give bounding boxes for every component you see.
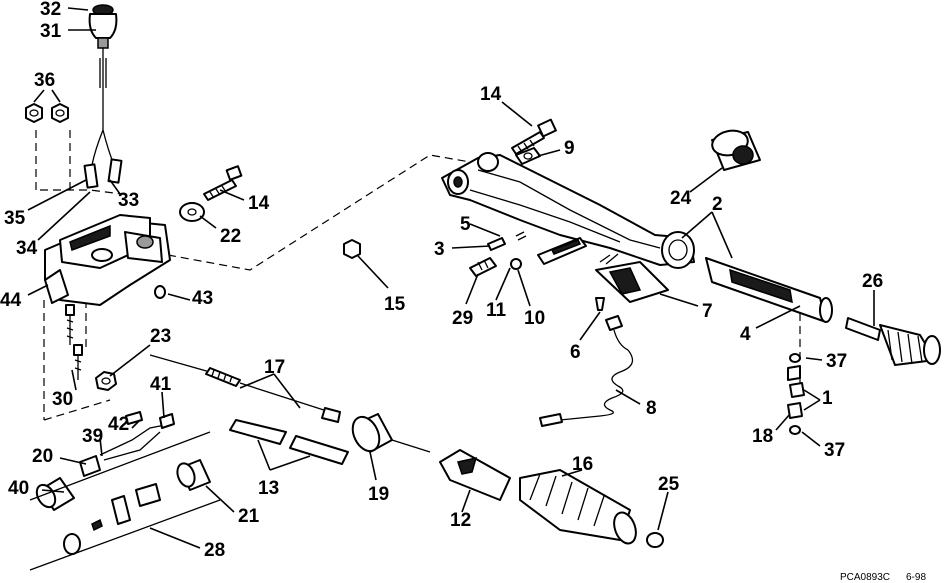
callout-1: 1	[822, 388, 833, 409]
bolt-14-left	[179, 165, 243, 222]
callout-32: 32	[40, 0, 61, 20]
nut-15	[343, 239, 361, 259]
callout-42: 42	[108, 414, 129, 435]
callout-9: 9	[564, 138, 575, 159]
tubes-13	[229, 419, 349, 465]
pins	[469, 231, 527, 277]
lanyard-bracket	[510, 237, 587, 270]
figure-code-date: 6-98	[906, 572, 926, 583]
callout-18: 18	[752, 426, 773, 447]
callout-labels: 32 31 36 33 35 34 44 43 14 22 23 30 41 4…	[0, 0, 883, 561]
callout-4: 4	[740, 324, 751, 345]
callout-24: 24	[670, 188, 692, 209]
callout-34: 34	[16, 238, 38, 259]
grommet-24	[711, 129, 761, 171]
callout-17: 17	[264, 357, 285, 378]
ring-25	[646, 532, 664, 548]
callout-3: 3	[434, 239, 445, 260]
shaft-4	[705, 257, 833, 323]
callout-8: 8	[646, 398, 657, 419]
callout-26: 26	[862, 271, 883, 292]
lanyard-8	[539, 297, 634, 427]
twist-grip	[439, 449, 637, 545]
callout-39: 39	[82, 426, 103, 447]
callout-30: 30	[52, 389, 73, 410]
callout-2: 2	[712, 194, 723, 215]
callout-23: 23	[150, 326, 171, 347]
callout-40: 40	[8, 478, 29, 499]
switch-assembly	[83, 4, 123, 189]
callout-29: 29	[452, 308, 473, 329]
bolts-30	[65, 304, 117, 391]
nuts-36	[25, 103, 69, 123]
callout-7: 7	[702, 301, 713, 322]
callout-31: 31	[40, 21, 62, 42]
figure-code-id: PCA0893C	[840, 572, 890, 583]
callout-14-left: 14	[248, 193, 270, 214]
callout-22: 22	[220, 226, 241, 247]
callout-12: 12	[450, 510, 471, 531]
throttle-cable-17	[149, 354, 341, 423]
control-bracket	[44, 214, 171, 306]
callout-15: 15	[384, 294, 406, 315]
cylinder-19	[351, 413, 431, 453]
callout-5: 5	[460, 214, 471, 235]
callout-20: 20	[32, 446, 53, 467]
handle-26	[845, 317, 941, 366]
callout-16: 16	[572, 454, 593, 475]
callout-25: 25	[658, 474, 680, 495]
screw-43	[154, 285, 166, 299]
callout-44: 44	[0, 290, 22, 311]
callout-11: 11	[486, 300, 507, 321]
spring-clip-parts	[787, 353, 805, 435]
stop-switch-7	[595, 253, 669, 303]
callout-36: 36	[34, 70, 55, 91]
callout-21: 21	[238, 506, 260, 527]
callout-13: 13	[258, 478, 279, 499]
leader-lines	[27, 7, 875, 549]
callout-28: 28	[204, 540, 225, 561]
callout-37-top: 37	[826, 351, 847, 372]
callout-37-bottom: 37	[824, 440, 845, 461]
wiring-parts	[29, 411, 221, 571]
tiller-arm	[441, 152, 695, 269]
callout-43: 43	[192, 288, 213, 309]
callout-19: 19	[368, 484, 389, 505]
figure-code: PCA0893C 6-98	[840, 572, 926, 583]
callout-35: 35	[4, 208, 26, 229]
callout-41: 41	[150, 374, 172, 395]
callout-10: 10	[524, 308, 545, 329]
callout-33: 33	[118, 190, 139, 211]
callout-14-upper: 14	[480, 84, 502, 105]
callout-6: 6	[570, 342, 581, 363]
